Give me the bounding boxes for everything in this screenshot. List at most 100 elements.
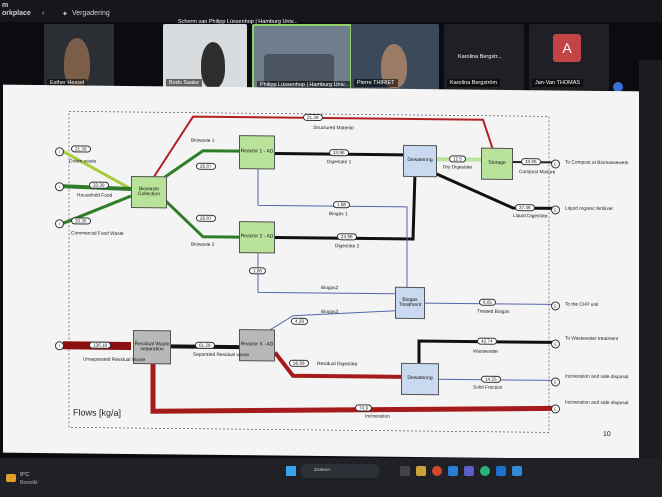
flow-label: Solid Fraction [473, 385, 503, 391]
back-icon[interactable]: ‹ [42, 10, 45, 17]
flow-value: 26.87 [196, 214, 216, 222]
reactor1-box: Reactor 1 - AD [239, 135, 275, 170]
browser-icon[interactable] [432, 466, 442, 476]
folder-icon[interactable] [416, 466, 426, 476]
output-label: Liquid organic fertilizer [565, 206, 613, 213]
meeting-room [264, 54, 334, 84]
flow-value: 8.05 [479, 298, 496, 306]
flow-label: Household Food [77, 193, 113, 199]
teams-icon[interactable] [464, 466, 474, 476]
flow-label: Biogas3 [321, 310, 339, 316]
flow-value: 42.74 [477, 337, 497, 345]
app-name: orkplace [2, 10, 31, 17]
storage-box: Storage [481, 147, 513, 181]
flow-value: 33.86 [521, 158, 541, 166]
avatar: A [553, 34, 581, 62]
flow-label: Dry Digestate [443, 165, 473, 171]
edge-icon[interactable] [512, 466, 522, 476]
flow-label: Digestate 2 [335, 244, 360, 250]
outlook-icon[interactable] [448, 466, 458, 476]
output-node: E [551, 159, 560, 169]
weather-temp: 9°C [20, 472, 30, 478]
output-label: Incineration and safe disposal [565, 400, 629, 407]
output-node: E [551, 301, 560, 311]
slide-title: Flows [kg/a] [73, 407, 122, 418]
flow-label: Separated Residual waste [193, 352, 249, 359]
windows-start-icon[interactable] [286, 466, 296, 476]
word-icon[interactable] [496, 466, 506, 476]
weather-icon [6, 474, 16, 482]
participant-name: Jan-Van THOMAS [532, 79, 584, 87]
flow-value: 56.99 [289, 359, 309, 367]
output-label: Incineration and safe disposal [565, 374, 629, 381]
chrome-icon[interactable] [480, 466, 490, 476]
input-node: I [55, 147, 64, 157]
windows-taskbar: 9°C Bewolkt Zoeken [0, 458, 662, 497]
dewatering1-box: Dewatering [403, 144, 437, 178]
flow-label: Biowaste 1 [191, 138, 215, 144]
input-node: I [55, 219, 64, 229]
avatar [201, 42, 225, 88]
flow-value: 24.96 [329, 149, 349, 157]
search-box[interactable]: Zoeken [300, 464, 380, 478]
participant-name: Karolina Bergstr... [458, 54, 502, 60]
flow-value: 33.39 [89, 181, 109, 189]
participant-tile[interactable]: Esther Hessel [44, 24, 114, 90]
weather-desc: Bewolkt [20, 480, 38, 486]
participant-name: Bodo Saake [166, 79, 202, 87]
output-node: E [551, 377, 560, 387]
flow-value: 1.88 [249, 267, 266, 275]
flow-value: 37.46 [515, 204, 535, 212]
flow-value: 20.35 [71, 217, 91, 225]
participant-tile[interactable]: Philipp Lüssenhop | Hamburg Univ... [252, 24, 352, 94]
participant-tile[interactable]: Pierre THIRIET [351, 24, 439, 90]
flow-value: 26.87 [196, 162, 216, 170]
flow-label: Biogas 1 [329, 212, 348, 218]
flow-value: 4.29 [291, 317, 308, 325]
output-label: To Compost at Biomassewerk [565, 160, 629, 167]
reactor2-box: Reactor 2 - AD [239, 221, 275, 254]
app-prefix: m [2, 2, 9, 9]
participant-name: Pierre THIRIET [354, 79, 398, 87]
flow-label: Wastewater [473, 349, 499, 355]
participant-name: Philipp Lüssenhop | Hamburg Univ... [257, 81, 350, 89]
flow-value: 12.5 [449, 155, 466, 163]
output-node: E [551, 404, 560, 414]
participant-tile[interactable]: A Jan-Van THOMAS [529, 24, 609, 90]
participant-tile[interactable]: Bodo Saake [163, 24, 247, 90]
output-label: To the CHP unit [565, 302, 599, 308]
search-placeholder: Zoeken [314, 468, 330, 473]
flow-value: 74.9 [355, 404, 372, 412]
flow-label: Residual Digestate [317, 361, 358, 368]
flow-label: Compost Mixture [519, 170, 556, 176]
output-node: E [551, 205, 560, 215]
participant-name: Karolina Bergström [447, 79, 501, 87]
input-node: I [55, 182, 64, 192]
flow-value: 61.28 [195, 341, 215, 349]
flow-arrows [62, 111, 554, 433]
output-label: To Wastewater treatment [565, 336, 619, 343]
flow-value: 21.39 [303, 113, 323, 122]
flow-label: Digestate 1 [327, 160, 352, 166]
flow-label: Treated Biogas [477, 309, 510, 315]
biogas-treatment-box: Biogas Treatment [395, 286, 425, 320]
flow-label: Structured Material [313, 125, 354, 132]
side-panel [639, 60, 662, 458]
participant-tile[interactable]: Karolina Bergstr... Karolina Bergström [444, 24, 524, 90]
flow-label: Biogas2 [321, 286, 339, 292]
flow-value: 14.25 [481, 375, 501, 383]
flow-value: 21.39 [71, 145, 91, 153]
dewatering2-box: Dewatering [401, 362, 439, 396]
taskbar-app-icon[interactable] [400, 466, 410, 476]
shared-screen-tab[interactable]: Scherm van Philipp Lüssenhop | Hamburg U… [178, 19, 298, 25]
flow-label: Liquid Digestate [513, 214, 548, 220]
participant-name: Esther Hessel [47, 79, 88, 87]
flow-value: 24.96 [337, 233, 357, 241]
flow-value: 1.88 [333, 201, 350, 209]
flow-label: Green waste [69, 159, 97, 165]
menu-vergadering[interactable]: Vergadering [72, 10, 110, 17]
paw-icon: ✦ [62, 11, 68, 18]
teams-top-bar: m orkplace ‹ ✦ Vergadering Scherm van Ph… [0, 0, 662, 25]
next-page-icon[interactable] [613, 82, 623, 92]
input-node: I [55, 341, 64, 351]
